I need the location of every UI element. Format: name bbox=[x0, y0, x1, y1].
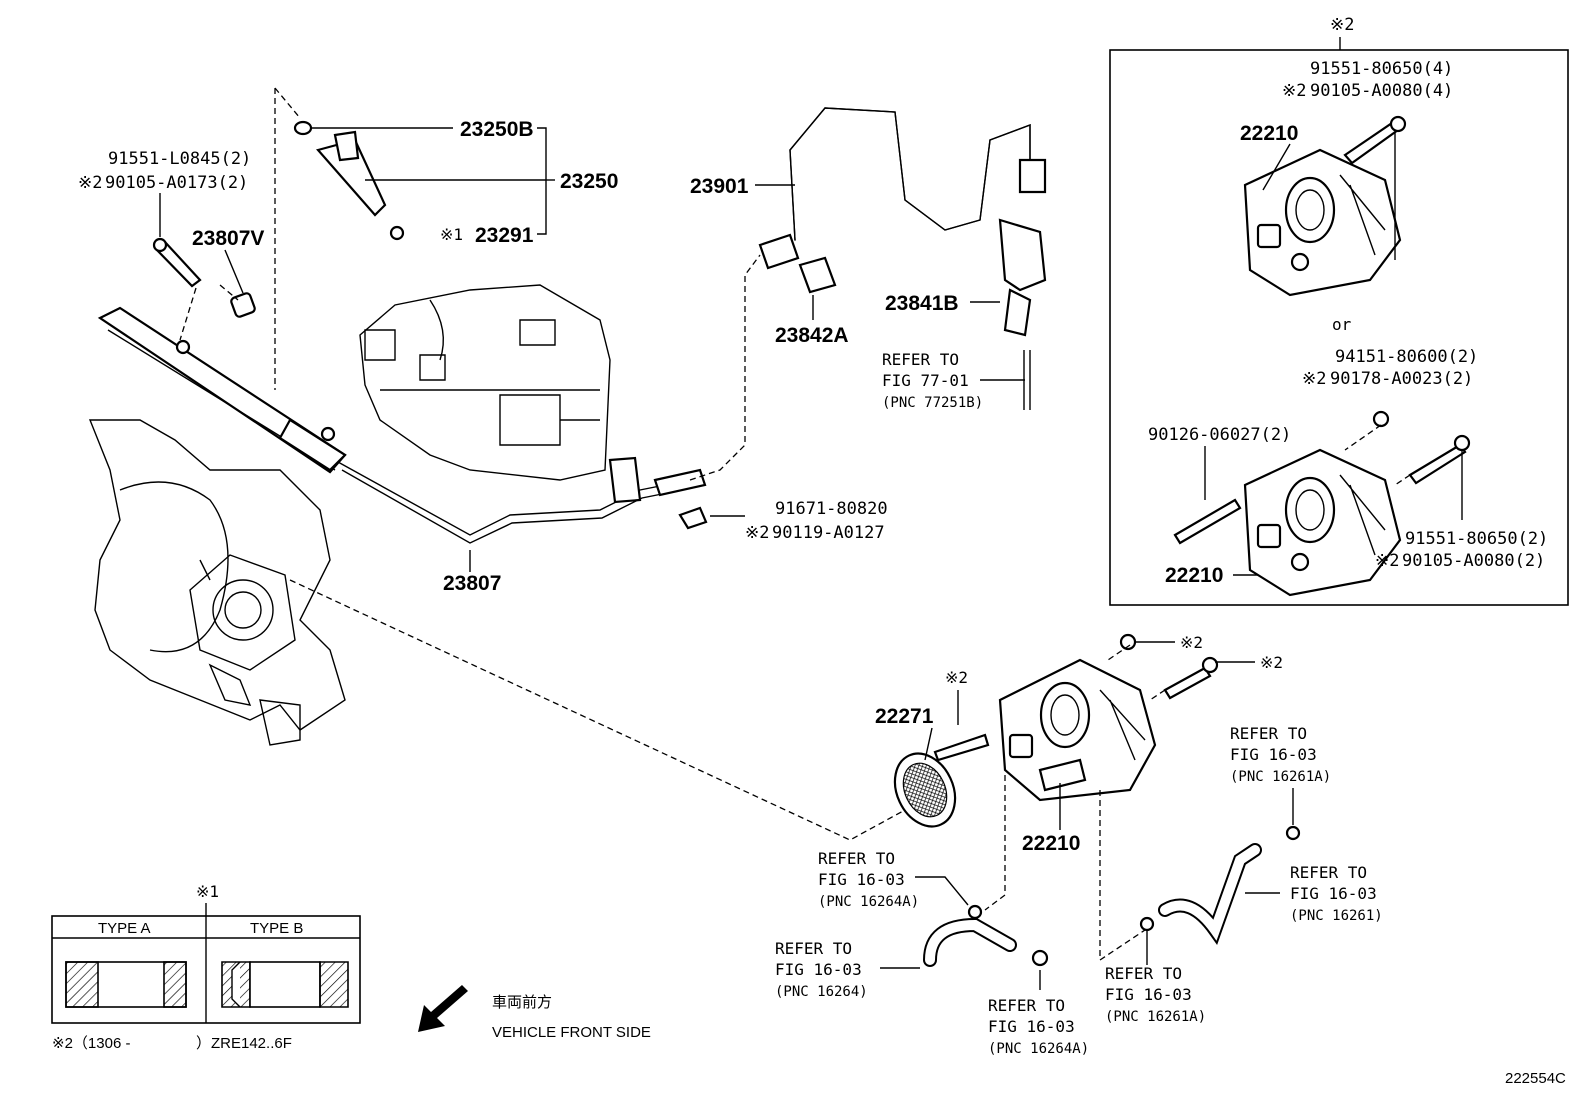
front-side-english: VEHICLE FRONT SIDE bbox=[492, 1024, 651, 1041]
part-number-23807V: 23807V bbox=[192, 227, 264, 250]
refer-77-01-line3: (PNC 77251B) bbox=[882, 395, 983, 411]
inset-note-mark-2b: ※2 bbox=[1302, 369, 1326, 389]
fuel-pipe bbox=[337, 456, 708, 544]
part-number-22210-main: 22210 bbox=[1022, 832, 1080, 855]
refer-16261A-bottom-line1: REFER TO bbox=[1105, 964, 1182, 983]
note-mark-1: ※1 bbox=[440, 225, 463, 244]
refer-16264A-left-line3: (PNC 16264A) bbox=[818, 894, 919, 910]
fuel-rail bbox=[97, 306, 347, 474]
vsv-23841B bbox=[998, 218, 1047, 337]
collar-23807V bbox=[230, 292, 256, 318]
type-box bbox=[51, 903, 361, 1024]
part-number-90105-A0173: 90105-A0173(2) bbox=[105, 173, 248, 193]
inset-part-90105-A0080-4: 90105-A0080(4) bbox=[1310, 81, 1453, 101]
part-number-90119-A0127: 90119-A0127 bbox=[772, 523, 885, 543]
refer-77-01-line1: REFER TO bbox=[882, 350, 959, 369]
coolant-hoses bbox=[923, 825, 1301, 967]
part-number-91551-L0845: 91551-L0845(2) bbox=[108, 149, 251, 169]
engine-block bbox=[359, 284, 611, 481]
labels: 23250B 23250 ※1 23291 91551-L0845(2) ※2 … bbox=[52, 15, 1566, 1087]
part-number-23807: 23807 bbox=[443, 572, 501, 595]
refer-16261A-top-line1: REFER TO bbox=[1230, 724, 1307, 743]
note-mark-2: ※2 bbox=[78, 173, 102, 193]
inset-throttle-body-b bbox=[1173, 410, 1471, 597]
inset-part-94151-80600: 94151-80600(2) bbox=[1335, 347, 1478, 367]
inset-note-mark-2a: ※2 bbox=[1282, 81, 1306, 101]
applicability-suffix: ）ZRE142..6F bbox=[196, 1035, 292, 1052]
inset-box bbox=[1109, 37, 1569, 606]
refer-16261-line1: REFER TO bbox=[1290, 863, 1367, 882]
refer-16264A-left-line2: FIG 16-03 bbox=[818, 870, 905, 889]
part-number-23250B: 23250B bbox=[460, 118, 534, 141]
refer-16261A-top-line3: (PNC 16261A) bbox=[1230, 769, 1331, 785]
note-mark-2b: ※2 bbox=[745, 523, 769, 543]
refer-16264A-bottom-line1: REFER TO bbox=[988, 996, 1065, 1015]
note-mark-2c: ※2 bbox=[945, 668, 968, 687]
bolt-91551 bbox=[152, 237, 202, 288]
part-number-23291: 23291 bbox=[475, 224, 534, 247]
part-number-91671-80820: 91671-80820 bbox=[775, 499, 888, 519]
front-side-japanese: 車両前方 bbox=[492, 994, 552, 1011]
vapor-hose bbox=[758, 107, 1047, 270]
inset-part-22210-bottom: 22210 bbox=[1165, 564, 1223, 587]
refer-16264A-left-line1: REFER TO bbox=[818, 849, 895, 868]
type-box-note-mark-1: ※1 bbox=[196, 882, 219, 901]
refer-16261-line2: FIG 16-03 bbox=[1290, 884, 1377, 903]
dashed-guides bbox=[179, 87, 1166, 962]
note-mark-2e: ※2 bbox=[1260, 653, 1283, 672]
refer-16261A-bottom-line2: FIG 16-03 bbox=[1105, 985, 1192, 1004]
refer-16264A-bottom-line2: FIG 16-03 bbox=[988, 1017, 1075, 1036]
refer-16264-line2: FIG 16-03 bbox=[775, 960, 862, 979]
diagram-code: 222554C bbox=[1505, 1070, 1566, 1087]
intake-manifold bbox=[88, 419, 346, 746]
inset-throttle-body-a bbox=[1243, 115, 1407, 297]
refer-16264-line3: (PNC 16264) bbox=[775, 984, 868, 1000]
note-mark-2d: ※2 bbox=[1180, 633, 1203, 652]
refer-16264-line1: REFER TO bbox=[775, 939, 852, 958]
refer-16261A-bottom-line3: (PNC 16261A) bbox=[1105, 1009, 1206, 1025]
leader-lines bbox=[159, 127, 1463, 990]
gasket-22271 bbox=[893, 752, 957, 828]
refer-77-01-line2: FIG 77-01 bbox=[882, 371, 969, 390]
inset-note-mark-2c: ※2 bbox=[1375, 551, 1399, 571]
part-number-23250: 23250 bbox=[560, 170, 618, 193]
inset-part-90126-06027: 90126-06027(2) bbox=[1148, 425, 1291, 445]
part-number-23842A: 23842A bbox=[775, 324, 849, 347]
refer-16264A-bottom-line3: (PNC 16264A) bbox=[988, 1041, 1089, 1057]
refer-16261A-top-line2: FIG 16-03 bbox=[1230, 745, 1317, 764]
inset-part-90105-A0080-2: 90105-A0080(2) bbox=[1402, 551, 1545, 571]
applicability-prefix: ※2（1306 - bbox=[52, 1035, 130, 1052]
front-arrow-icon bbox=[418, 985, 468, 1032]
fuel-injector bbox=[293, 120, 405, 241]
inset-part-22210-top: 22210 bbox=[1240, 122, 1298, 145]
or-text: or bbox=[1332, 315, 1352, 334]
throttle-body-main bbox=[933, 633, 1219, 802]
part-number-23841B: 23841B bbox=[885, 292, 959, 315]
type-a-label: TYPE A bbox=[98, 920, 151, 937]
refer-16261-line3: (PNC 16261) bbox=[1290, 908, 1383, 924]
inset-note-mark-2: ※2 bbox=[1330, 15, 1354, 35]
part-number-23901: 23901 bbox=[690, 175, 749, 198]
type-b-label: TYPE B bbox=[250, 920, 303, 937]
part-number-22271: 22271 bbox=[875, 705, 934, 728]
inset-part-91551-80650-4: 91551-80650(4) bbox=[1310, 59, 1453, 79]
inset-part-91551-80650-2: 91551-80650(2) bbox=[1405, 529, 1548, 549]
inset-part-90178-A0023: 90178-A0023(2) bbox=[1330, 369, 1473, 389]
clip-23842A bbox=[798, 256, 837, 294]
